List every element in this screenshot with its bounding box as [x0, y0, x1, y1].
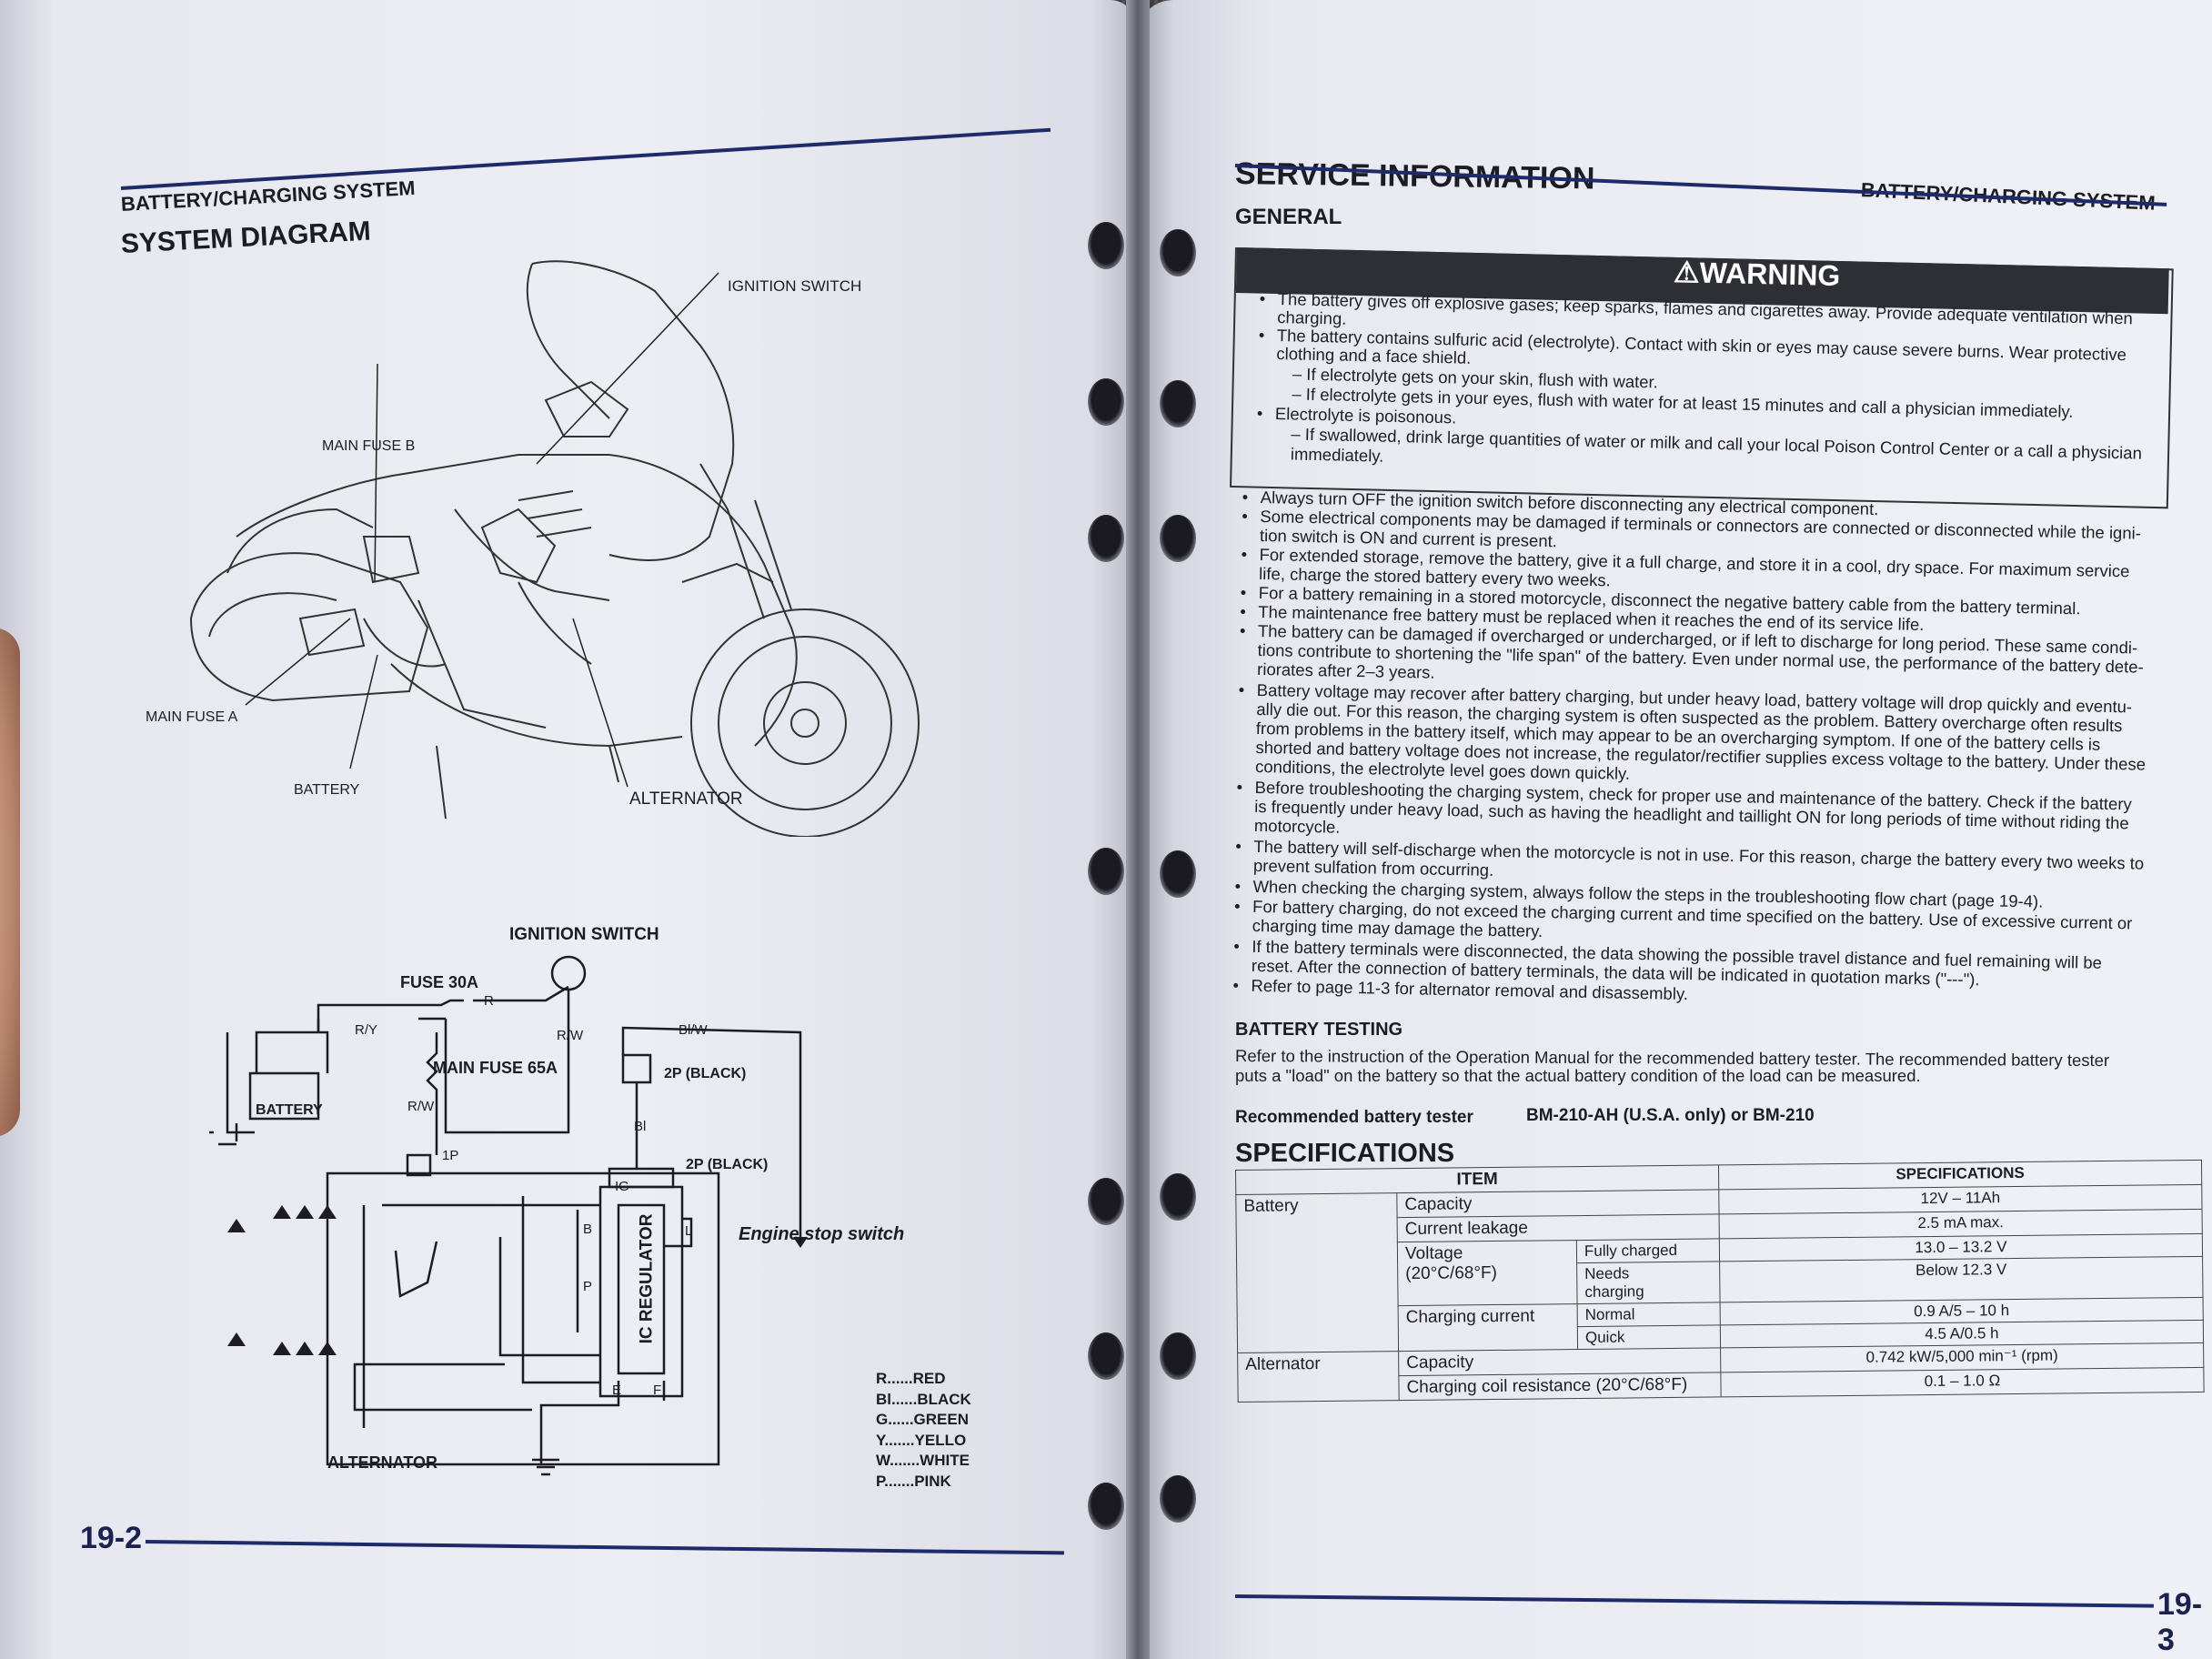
binder-hole — [1160, 1332, 1196, 1380]
schematic-ic-regulator: IC REGULATOR — [637, 1213, 657, 1344]
battery-testing-title: BATTERY TESTING — [1235, 1020, 1403, 1040]
color-key-row: W.......WHITE — [876, 1452, 970, 1469]
schematic-p: P — [583, 1279, 593, 1294]
color-key: R......RED Bl......BLACK G......GREEN Y.… — [876, 1369, 971, 1492]
table-cell: Voltage (20°C/68°F) — [1397, 1240, 1578, 1306]
schematic-wire-ry: R/Y — [355, 1022, 378, 1038]
voltage-label: Voltage — [1404, 1243, 1463, 1264]
schematic-main-fuse: MAIN FUSE 65A — [433, 1059, 558, 1077]
schematic-engine-stop: Engine stop switch — [739, 1224, 905, 1244]
binder-hole — [1160, 515, 1196, 562]
binder-hole — [1088, 378, 1124, 426]
color-key-row: G......GREEN — [876, 1411, 970, 1428]
table-cell: Below 12.3 V — [1719, 1256, 2204, 1302]
binder-hole — [1088, 1178, 1124, 1225]
schematic-e: E — [612, 1382, 622, 1398]
callout-main-fuse-a: MAIN FUSE A — [146, 709, 238, 725]
schematic-f: F — [653, 1382, 662, 1398]
table-cell: Capacity — [1398, 1347, 1721, 1376]
schematic-wire-bl: Bl — [634, 1119, 647, 1134]
callout-alternator: ALTERNATOR — [629, 789, 743, 809]
motorcycle-illustration — [189, 260, 920, 837]
table-cell: Alternator — [1237, 1351, 1400, 1403]
table-cell: Needs charging — [1576, 1261, 1721, 1304]
schematic-wire-rw-top: R/W — [557, 1028, 584, 1043]
callout-battery: BATTERY — [294, 782, 360, 798]
needs-label-2: charging — [1584, 1282, 1644, 1301]
note-line: riorates after 2–3 years. — [1256, 659, 1435, 682]
voltage-condition: (20°C/68°F) — [1405, 1262, 1498, 1284]
table-cell: Capacity — [1396, 1189, 1720, 1218]
tester-value: BM-210-AH (U.S.A. only) or BM-210 — [1526, 1106, 1815, 1125]
table-cell: Current leakage — [1397, 1213, 1720, 1242]
color-key-row: R......RED — [876, 1370, 946, 1387]
note-line: motorcycle. — [1253, 815, 1341, 837]
binder-hole — [1088, 222, 1124, 269]
table-cell: Charging current — [1398, 1303, 1578, 1352]
schematic-fuse-30a: FUSE 30A — [400, 973, 479, 991]
binder-hole — [1160, 1173, 1196, 1221]
schematic-wire-blw: Bl/W — [679, 1022, 708, 1038]
warning-line: immediately. — [1290, 444, 1384, 466]
specs-title: SPECIFICATIONS — [1235, 1139, 1455, 1168]
schematic-l: L — [685, 1223, 693, 1239]
binder-hole — [1088, 848, 1124, 895]
color-key-row: P.......PINK — [876, 1472, 951, 1490]
binder-hole — [1088, 1332, 1124, 1380]
binder-hole — [1160, 380, 1196, 427]
battery-testing-line: puts a "load" on the battery so that the… — [1235, 1066, 1921, 1085]
schematic-1p: 1P — [442, 1148, 459, 1163]
callout-ignition-switch: IGNITION SWITCH — [728, 277, 862, 295]
needs-label: Needs — [1584, 1264, 1630, 1282]
left-page-number: 19-2 — [80, 1521, 143, 1555]
color-key-row: Bl......BLACK — [876, 1390, 971, 1408]
right-page-number: 19-3 — [2157, 1587, 2203, 1657]
right-subtitle: GENERAL — [1235, 205, 1342, 229]
binder-hole — [1160, 850, 1196, 898]
table-cell: Quick — [1577, 1324, 1721, 1350]
binder-hole — [1088, 515, 1124, 562]
table-cell: Battery — [1235, 1192, 1399, 1353]
specifications-table: ITEM SPECIFICATIONS Battery Capacity 12V… — [1235, 1160, 2205, 1403]
binder-hole — [1160, 229, 1196, 276]
binder-hole — [1160, 1475, 1196, 1523]
tester-label: Recommended battery tester — [1235, 1108, 1473, 1127]
schematic-b: B — [583, 1222, 593, 1237]
callout-main-fuse-b: MAIN FUSE B — [322, 438, 416, 454]
schematic-2p-black: 2P (BLACK) — [686, 1157, 769, 1172]
table-cell: Charging coil resistance (20°C/68°F) — [1398, 1372, 1722, 1401]
schematic-ig: IG — [615, 1179, 629, 1194]
thumb — [0, 628, 20, 1137]
schematic-ignition-switch: IGNITION SWITCH — [509, 925, 659, 944]
warning-title: ⚠WARNING — [1673, 255, 1841, 293]
table-cell: Fully charged — [1576, 1238, 1720, 1263]
book-gutter — [1126, 0, 1150, 1659]
schematic-alternator: ALTERNATOR — [327, 1453, 437, 1472]
schematic-wire-rw: R/W — [407, 1099, 435, 1114]
schematic-wire-r: R — [484, 993, 494, 1009]
table-cell: 0.1 – 1.0 Ω — [1720, 1367, 2205, 1397]
charging-schematic — [209, 955, 808, 1476]
color-key-row: Y.......YELLO — [876, 1431, 967, 1449]
schematic-battery: BATTERY — [256, 1102, 323, 1118]
schematic-2p-black-top: 2P (BLACK) — [664, 1066, 747, 1081]
table-cell: Normal — [1577, 1302, 1721, 1327]
binder-hole — [1088, 1483, 1124, 1530]
